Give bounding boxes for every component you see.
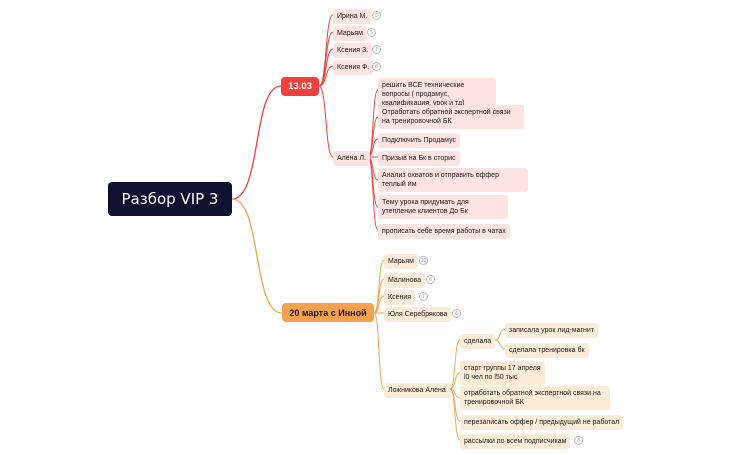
task-node[interactable]: рассылки по всем подписчикам [460,434,571,449]
count-badge[interactable]: 6 [426,275,435,284]
task-node[interactable]: сделала тренировка бк [505,343,589,358]
edge-root-branch2 [231,198,283,314]
task-node[interactable]: прописать себе время работы в чатах [378,224,510,239]
node-maryam[interactable]: Марьям [333,26,367,41]
node-kseniya[interactable]: Ксения [384,290,416,305]
count-badge[interactable]: 7 [419,292,428,301]
task-node[interactable]: отработать обратной экспертной связи на … [460,386,610,410]
node-yulia[interactable]: Юля Серебрякова [384,307,452,322]
count-badge[interactable]: 7 [372,45,381,54]
central-topic[interactable]: Разбор VIP 3 [108,182,232,216]
count-badge[interactable]: 6 [452,309,461,318]
edge-root-branch1 [231,85,282,200]
branch-13-03[interactable]: 13.03 [281,77,319,96]
task-node[interactable]: Призыв на Бк в сторис [378,151,460,166]
task-node[interactable]: старт группы 17 апреля l0 чел по l50 тыс [460,361,545,385]
node-kseniya-z[interactable]: Ксения З. [333,43,373,58]
task-node[interactable]: перезаписать оффер / предыдущий не работ… [460,415,624,430]
branch-20-march[interactable]: 20 марта с Инной [282,303,374,322]
task-node[interactable]: Анализ охватов и отправить оффер теплый … [378,168,528,192]
node-kseniya-f[interactable]: Ксения Ф. [333,60,374,75]
count-badge[interactable]: 6 [372,62,381,71]
count-badge[interactable]: 10 [419,256,428,265]
task-node[interactable]: Отработать обратной экспертной связи на … [378,105,524,129]
count-badge[interactable]: 5 [367,28,376,37]
node-done[interactable]: сделала [460,334,496,349]
task-node[interactable]: Тему урока придумать для утепление клиен… [378,195,508,219]
node-alena-l[interactable]: Алёна Л. [333,151,370,166]
count-badge[interactable]: 5 [372,11,381,20]
node-lozhnikova[interactable]: Ложникова Алена [384,383,450,398]
node-maryam[interactable]: Марьям [384,254,418,269]
task-node[interactable]: Подключить Продамус [378,133,460,148]
task-node[interactable]: записала урок лид-магнит [505,323,598,338]
count-badge[interactable]: 8 [574,436,583,445]
node-malinova[interactable]: Малинова [384,273,426,288]
node-irina[interactable]: Ирина М. [333,9,372,24]
